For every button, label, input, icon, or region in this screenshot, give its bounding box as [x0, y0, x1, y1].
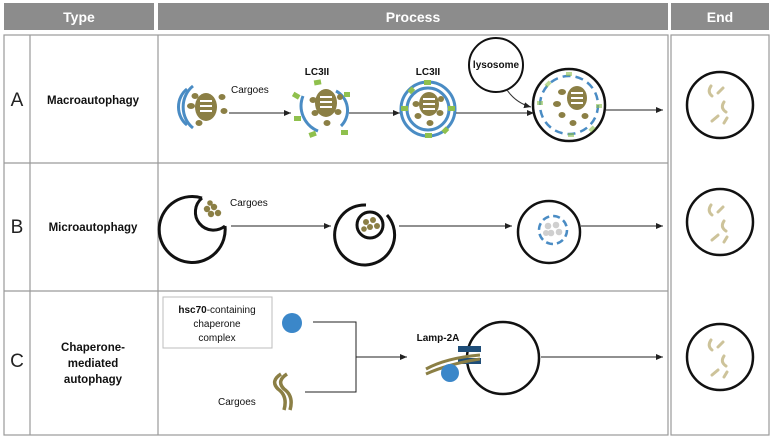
label-cargoes-b: Cargoes: [230, 198, 268, 209]
lamp-2a-receptor-top: [458, 346, 481, 352]
label-lamp-2a: Lamp-2A: [417, 333, 460, 344]
autophagosome: [399, 80, 457, 138]
lc3ii-markers-stage-2: [291, 79, 350, 138]
lysosome-invagination-1: [157, 195, 227, 264]
row-letter-a: A: [11, 90, 24, 111]
cargo-protein-strand: [272, 372, 293, 411]
label-cargoes-a: Cargoes: [231, 85, 269, 96]
type-microautophagy: Microautophagy: [49, 222, 138, 234]
lysosome-invagination-2: [333, 203, 397, 267]
merge-connector: [305, 321, 407, 393]
type-cma-line2: mediated: [68, 358, 119, 370]
label-lc3ii-stage-3: LC3II: [416, 67, 441, 78]
header-type-cell: [4, 3, 154, 30]
autolysosome: [531, 67, 607, 143]
header-process-label: Process: [386, 9, 441, 25]
header-end-label: End: [707, 9, 733, 25]
end-lysosome-c: [685, 322, 755, 392]
header-type-label: Type: [63, 9, 95, 25]
label-hsc70-bold: hsc70: [178, 305, 207, 316]
lysosome-bubble: [468, 37, 532, 109]
type-cma-line1: Chaperone-: [61, 342, 125, 354]
type-macroautophagy: Macroautophagy: [47, 95, 140, 107]
hsc70-label-box: [162, 296, 273, 349]
row-letter-b: B: [11, 217, 24, 238]
label-hsc70-line2: chaperone: [193, 319, 241, 330]
end-lysosome-a: [685, 70, 755, 140]
header-process-cell: [158, 3, 668, 30]
type-cma-line3: autophagy: [64, 374, 123, 386]
label-lc3ii-stage-2: LC3II: [305, 67, 330, 78]
label-hsc70-line1: hsc70-containing: [178, 305, 255, 316]
lc3ii-markers-stage-3: [401, 80, 455, 138]
hsc70-chaperone-circle: [282, 313, 302, 333]
label-lysosome: lysosome: [473, 60, 520, 71]
table-grid: [3, 34, 770, 436]
lysosome-cma: [425, 320, 541, 396]
lysosome-degrading-body: [516, 199, 582, 265]
label-hsc70-rest: -containing: [207, 305, 256, 316]
phagophore-stage-1: [177, 84, 228, 130]
hsc70-bound-circle: [441, 364, 459, 382]
row-letter-c: C: [10, 351, 24, 372]
label-hsc70-line3: complex: [198, 333, 235, 344]
end-lysosome-b: [685, 187, 755, 257]
header-end-cell: [671, 3, 769, 30]
phagophore-stage-2: [291, 79, 350, 138]
lc3ii-remnants: [537, 72, 602, 137]
label-cargoes-c: Cargoes: [218, 397, 256, 408]
